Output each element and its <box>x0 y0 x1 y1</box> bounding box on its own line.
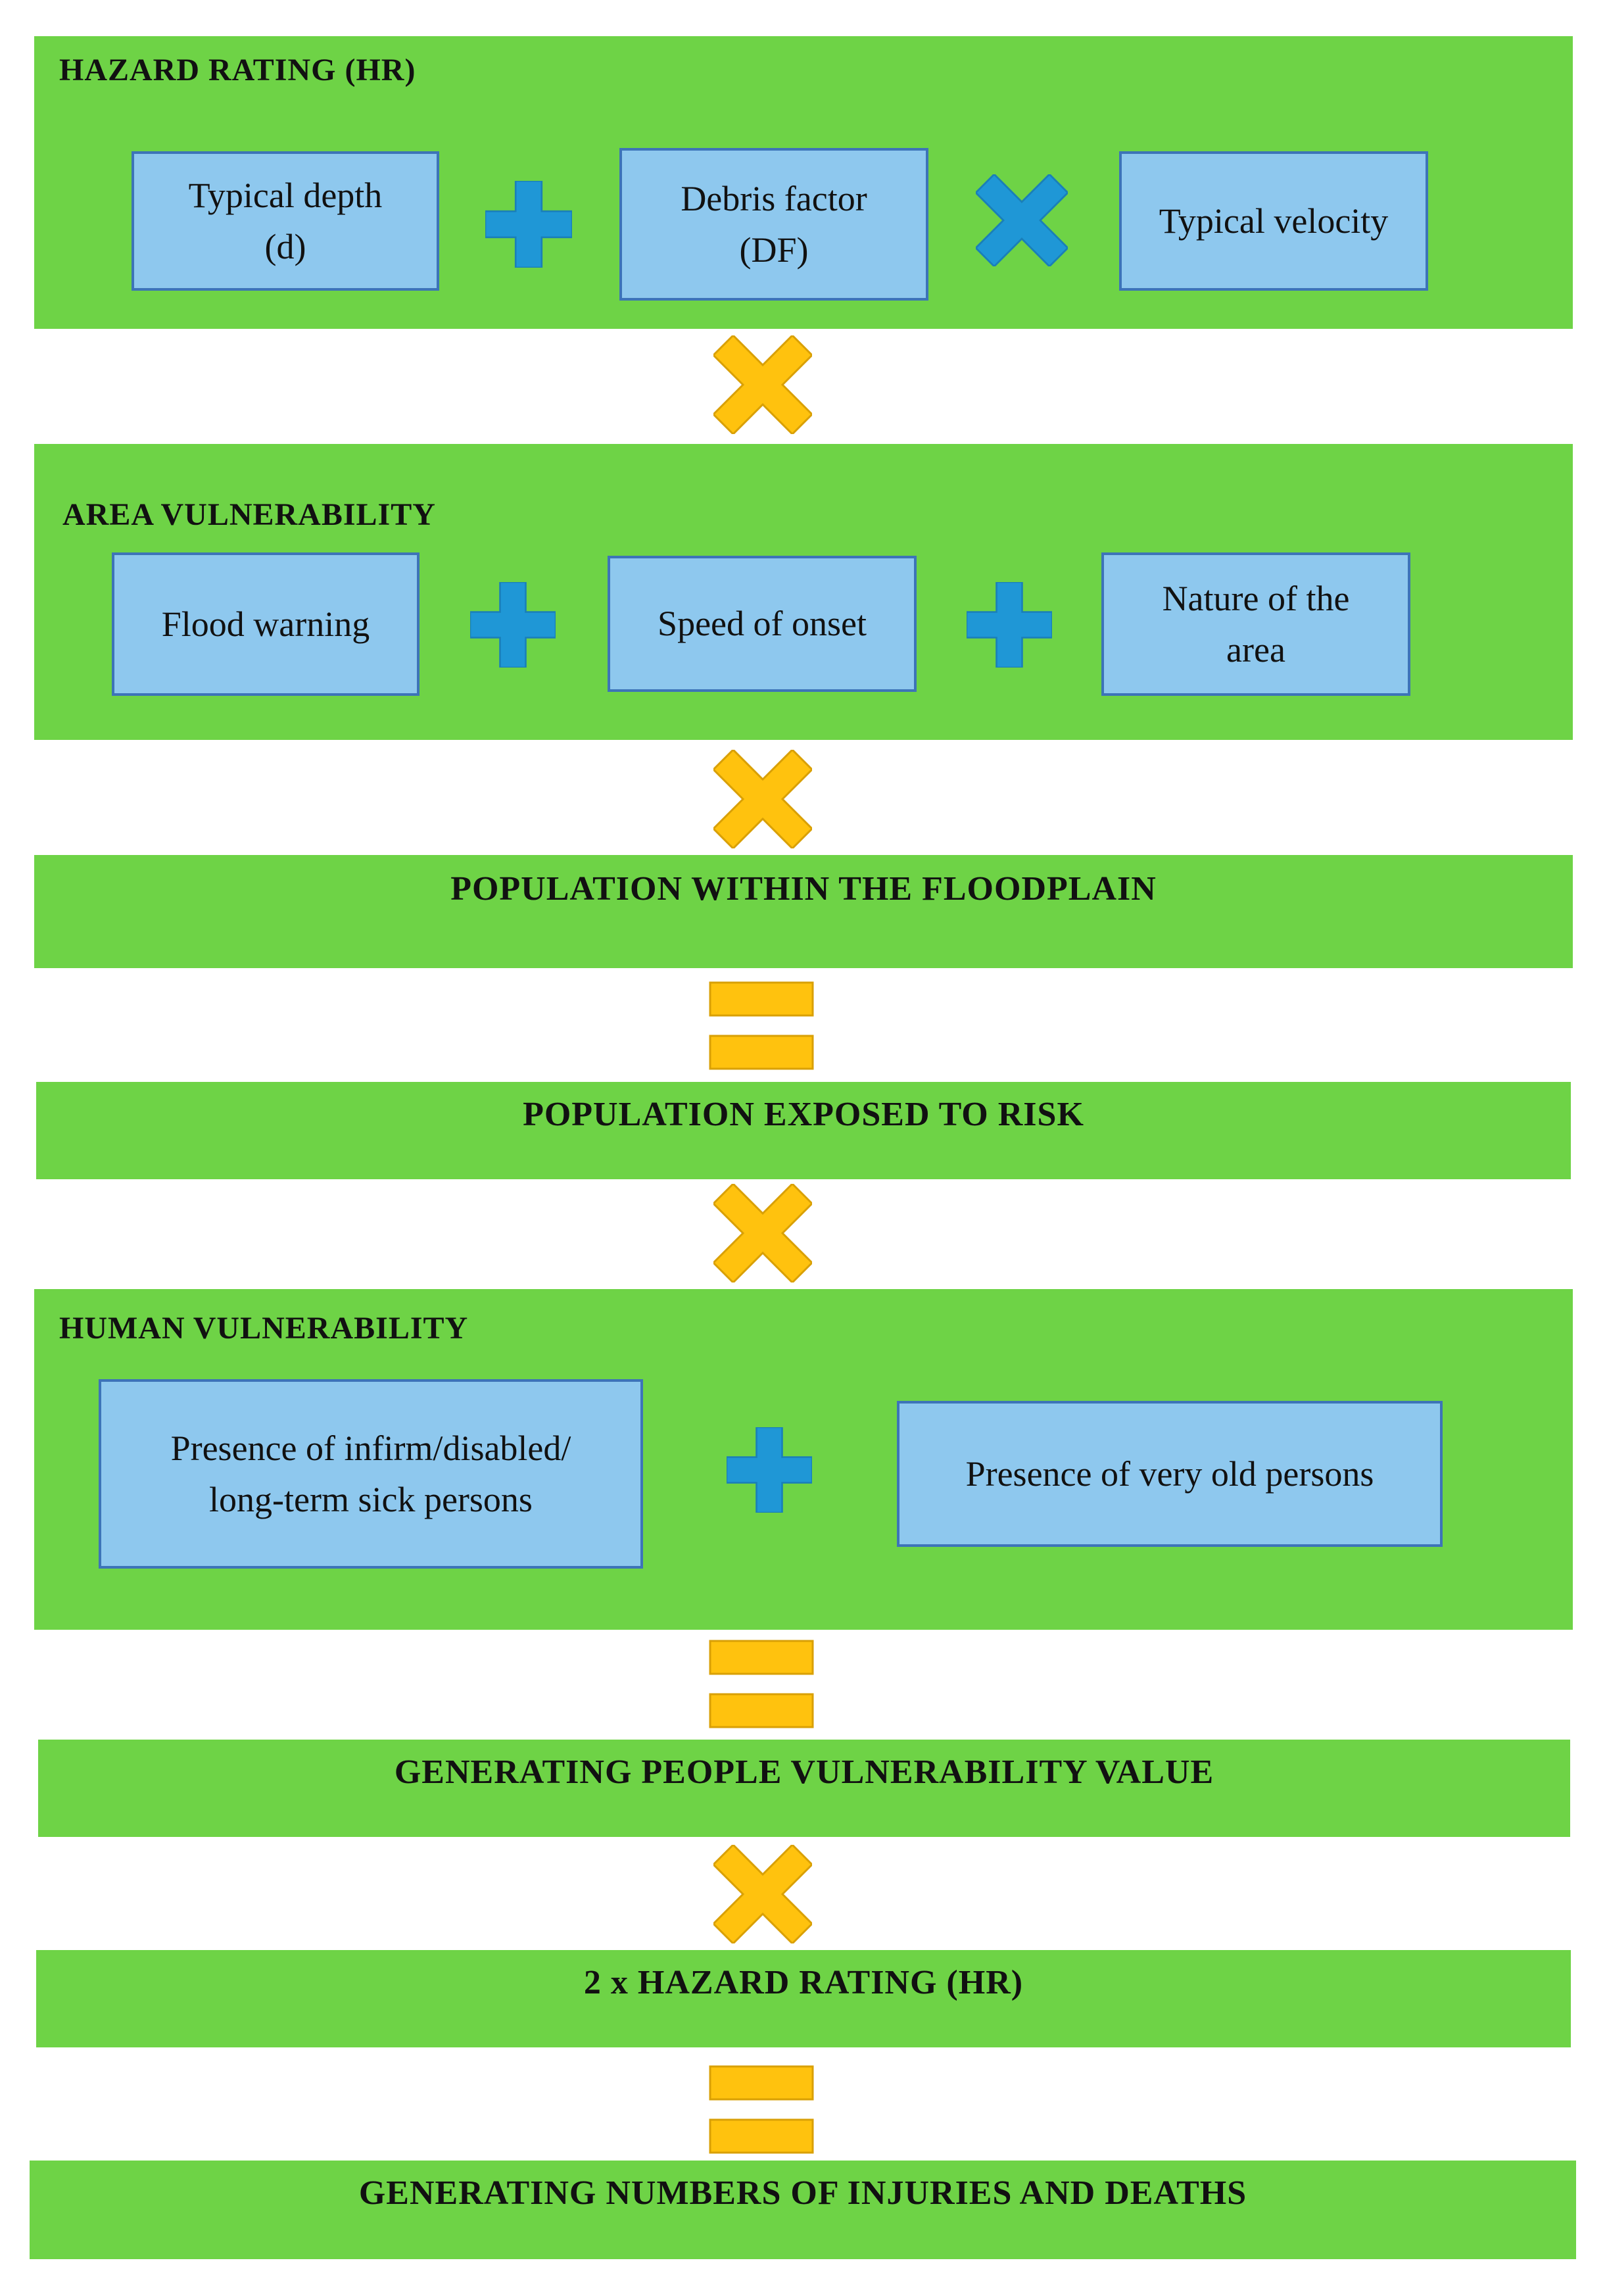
hazard-rating-2x-label: 2 x HAZARD RATING (HR) <box>583 1964 1024 2001</box>
equals-icon <box>709 1640 814 1728</box>
human-vulnerability-panel: HUMAN VULNERABILITY Presence of infirm/d… <box>34 1289 1573 1630</box>
typical-depth-label: Typical depth (d) <box>188 175 383 266</box>
times-icon <box>713 750 812 848</box>
flood-warning-label: Flood warning <box>161 604 370 644</box>
hazard-rating-2x-band: 2 x HAZARD RATING (HR) <box>36 1950 1571 2047</box>
times-icon <box>713 1845 812 1943</box>
injuries-deaths-label: GENERATING NUMBERS OF INJURIES AND DEATH… <box>358 2174 1247 2212</box>
nature-of-area-label: Nature of the area <box>1162 578 1350 670</box>
typical-velocity-label: Typical velocity <box>1159 201 1389 241</box>
people-vulnerability-band: GENERATING PEOPLE VULNERABILITY VALUE <box>38 1740 1570 1837</box>
typical-depth-box: Typical depth (d) <box>132 151 439 291</box>
infirm-persons-label: Presence of infirm/disabled/ long-term s… <box>170 1428 571 1519</box>
plus-icon <box>727 1427 812 1513</box>
plus-icon <box>485 181 572 268</box>
equals-icon <box>709 2065 814 2154</box>
human-vulnerability-title: HUMAN VULNERABILITY <box>59 1311 469 1346</box>
area-vulnerability-title: AREA VULNERABILITY <box>62 497 436 532</box>
hazard-rating-panel: HAZARD RATING (HR) Typical depth (d) Deb… <box>34 36 1573 329</box>
debris-factor-label: Debris factor (DF) <box>681 178 867 270</box>
injuries-deaths-band: GENERATING NUMBERS OF INJURIES AND DEATH… <box>30 2161 1576 2259</box>
population-floodplain-band: POPULATION WITHIN THE FLOODPLAIN <box>34 855 1573 968</box>
population-exposed-band: POPULATION EXPOSED TO RISK <box>36 1082 1571 1179</box>
speed-of-onset-box: Speed of onset <box>608 556 917 692</box>
population-exposed-label: POPULATION EXPOSED TO RISK <box>523 1096 1084 1133</box>
flood-warning-box: Flood warning <box>112 552 420 696</box>
plus-icon <box>470 582 556 668</box>
infirm-persons-box: Presence of infirm/disabled/ long-term s… <box>99 1379 643 1569</box>
equals-icon <box>709 981 814 1070</box>
typical-velocity-box: Typical velocity <box>1119 151 1428 291</box>
debris-factor-box: Debris factor (DF) <box>619 148 928 301</box>
very-old-persons-box: Presence of very old persons <box>897 1401 1443 1547</box>
times-icon <box>713 335 812 434</box>
speed-of-onset-label: Speed of onset <box>658 604 867 644</box>
area-vulnerability-panel: AREA VULNERABILITY Flood warning Speed o… <box>34 444 1573 740</box>
population-floodplain-label: POPULATION WITHIN THE FLOODPLAIN <box>450 870 1157 908</box>
very-old-persons-label: Presence of very old persons <box>965 1453 1374 1494</box>
people-vulnerability-label: GENERATING PEOPLE VULNERABILITY VALUE <box>394 1753 1214 1791</box>
hazard-rating-title: HAZARD RATING (HR) <box>59 53 416 87</box>
plus-icon <box>967 582 1052 668</box>
times-icon <box>976 174 1068 266</box>
nature-of-area-box: Nature of the area <box>1101 552 1410 696</box>
times-icon <box>713 1184 812 1282</box>
